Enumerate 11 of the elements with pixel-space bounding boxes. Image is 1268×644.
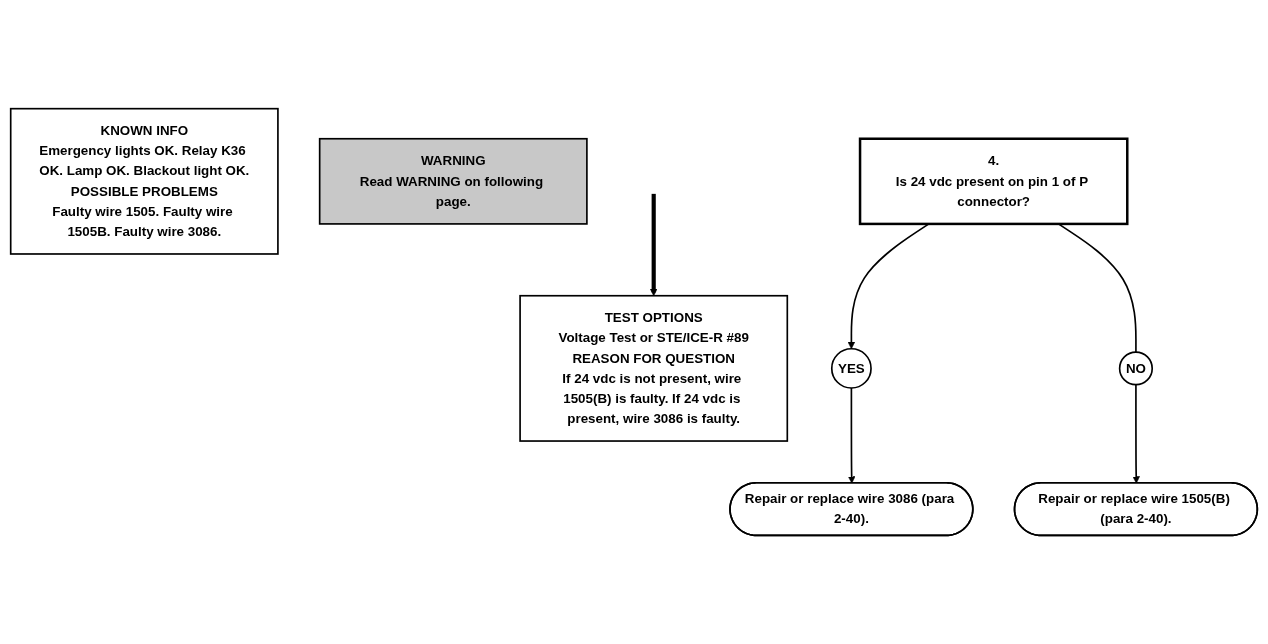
arrow (847, 223, 930, 350)
arrow (1132, 383, 1140, 484)
arrow (650, 193, 658, 296)
node-circle: NO (1118, 351, 1154, 386)
node-box: 4. Is 24 vdc present on pin 1 of P connector? (858, 137, 1129, 226)
connector (1057, 223, 1137, 353)
node-box: KNOWN INFO Emergency lights OK. Relay K36 OK. Lamp OK. Blackout light OK. POSSIBLE PROBLEMS Faulty wire 1505. Faulty wire 1505B. Faulty wire 3086. (9, 107, 279, 255)
arrow (848, 387, 856, 484)
node-box: TEST OPTIONS Voltage Test or STE/ICE-R #89 REASON FOR QUESTION If 24 vdc is not present, wire 1505(B) is faulty. If 24 vdc is present, wire 3086 is faulty. (519, 294, 789, 442)
node-box: WARNING Read WARNING on following page. (318, 137, 588, 225)
node-circle: YES (830, 347, 872, 389)
